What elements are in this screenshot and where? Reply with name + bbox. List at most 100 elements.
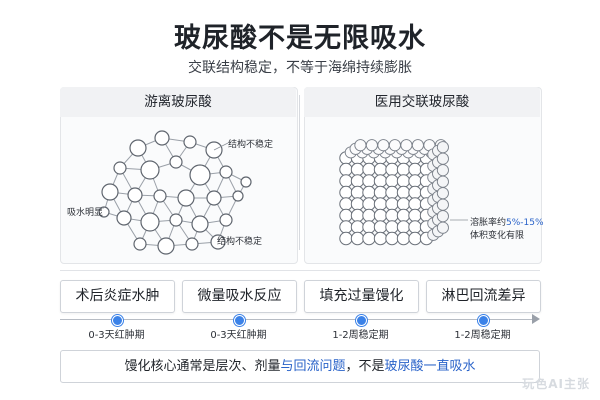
timeline-line — [60, 319, 536, 320]
cube-front-sphere-5-5 — [396, 208, 411, 223]
cube-front-sphere-3-3 — [373, 185, 388, 200]
network-node-6 — [169, 155, 183, 169]
network-node-0 — [129, 139, 147, 157]
cube-front-sphere-4-1 — [350, 197, 365, 211]
network-node-14 — [232, 190, 244, 202]
network-node-17 — [169, 213, 183, 227]
cube-front-sphere-7-2 — [362, 231, 376, 246]
cube-front-sphere-4-3 — [373, 197, 388, 211]
network-node-12 — [177, 189, 195, 207]
cube-front-sphere-2-2 — [362, 174, 376, 188]
stage-box-1: 术后炎症水肿 — [60, 280, 175, 313]
cube-top-sphere-3-0 — [354, 139, 367, 152]
network-node-19 — [219, 213, 233, 227]
network-node-13 — [206, 190, 222, 206]
cube-top-sphere-3-1 — [365, 139, 378, 152]
cube-side-sphere-3-7 — [436, 221, 449, 234]
cube-front-sphere-2-6 — [408, 174, 422, 188]
cube-top-sphere-3-3 — [388, 139, 401, 152]
stage-box-3: 填充过量馒化 — [304, 280, 419, 313]
cube-front-sphere-2-3 — [373, 174, 388, 188]
cube-front-sphere-3-0 — [339, 185, 353, 200]
cube-front-sphere-6-3 — [373, 220, 388, 234]
page-title: 玻尿酸不是无限吸水 — [174, 23, 426, 54]
timeline-dot-4 — [478, 315, 489, 326]
network-node-10 — [127, 187, 143, 203]
page-subtitle: 交联结构稳定，不等于海绵持续膨胀 — [188, 60, 412, 76]
network-node-25 — [240, 176, 252, 188]
cube-front-sphere-2-1 — [350, 174, 365, 188]
free-ha-network-diagram — [96, 130, 252, 255]
cube-front-sphere-1-5 — [396, 162, 411, 177]
cube-side-sphere-3-0 — [436, 141, 449, 154]
conclusion-part-2: 与回流问题 — [280, 359, 346, 374]
cube-front-sphere-4-5 — [396, 197, 411, 211]
left-note-unstable-bottom: 结构不稳定 — [217, 237, 263, 247]
cube-top-sphere-3-2 — [377, 139, 390, 152]
network-node-15 — [116, 210, 132, 226]
cube-top-sphere-3-5 — [411, 139, 424, 152]
cube-front-sphere-7-4 — [385, 231, 399, 246]
timeline-label-1: 0-3天红肿期 — [88, 330, 145, 341]
timeline-arrow-icon — [532, 314, 540, 324]
left-note-unstable-top: 结构不稳定 — [228, 140, 274, 150]
right-note-swelling-rate: 5%-15% — [506, 218, 544, 228]
right-note-swelling: 溶胀率约5%-15% — [470, 215, 544, 228]
cube-front-sphere-3-1 — [350, 185, 365, 200]
cube-front-sphere-6-4 — [385, 220, 399, 234]
cube-front-sphere-1-2 — [362, 162, 376, 177]
cube-front-sphere-6-1 — [350, 220, 365, 234]
cube-front-sphere-7-3 — [373, 231, 388, 246]
network-node-8 — [219, 165, 233, 179]
cube-front-sphere-4-6 — [408, 197, 422, 211]
cube-front-sphere-6-6 — [408, 220, 422, 234]
network-node-21 — [157, 237, 175, 255]
panel-divider — [299, 95, 300, 250]
cube-front-sphere-2-0 — [339, 174, 353, 188]
cube-front-sphere-5-1 — [350, 208, 365, 223]
cube-front-sphere-2-4 — [385, 174, 399, 188]
cube-front-sphere-1-4 — [385, 162, 399, 177]
conclusion-part-3: ，不是 — [345, 359, 385, 374]
network-node-16 — [140, 212, 160, 232]
right-panel-heading: 医用交联玻尿酸 — [304, 87, 540, 117]
cube-side-sphere-3-3 — [436, 175, 449, 188]
cube-top-sphere-3-4 — [400, 139, 413, 152]
network-node-9 — [101, 183, 119, 201]
cube-front-sphere-7-0 — [339, 231, 353, 246]
network-node-20 — [133, 237, 147, 251]
crosslinked-ha-cube-diagram — [339, 139, 468, 246]
right-note-volume: 体积变化有限 — [470, 231, 525, 241]
cube-front-sphere-5-3 — [373, 208, 388, 223]
stage-box-2: 微量吸水反应 — [182, 280, 297, 313]
cube-front-sphere-1-1 — [350, 162, 365, 177]
timeline-dot-1 — [112, 315, 123, 326]
watermark: 玩色AI主张 — [522, 377, 590, 391]
cube-side-sphere-3-6 — [436, 210, 449, 223]
cube-front-sphere-5-4 — [385, 208, 399, 223]
network-node-18 — [191, 215, 209, 233]
cube-front-sphere-6-0 — [339, 220, 353, 234]
cube-front-sphere-6-2 — [362, 220, 376, 234]
cube-side-sphere-3-4 — [436, 187, 449, 200]
right-note-swelling-prefix: 溶胀率约 — [470, 218, 507, 228]
timeline-dot-3 — [356, 315, 367, 326]
network-node-7 — [189, 164, 211, 186]
cube-front-sphere-1-6 — [408, 162, 422, 177]
conclusion-part-4: 玻尿酸一直吸水 — [384, 359, 476, 374]
network-node-22 — [185, 237, 199, 251]
network-node-5 — [140, 160, 160, 180]
cube-front-sphere-1-0 — [339, 162, 353, 177]
cube-side-sphere-3-5 — [436, 198, 449, 211]
left-panel-heading: 游离玻尿酸 — [60, 87, 296, 117]
cube-front-sphere-4-0 — [339, 197, 353, 211]
network-node-2 — [183, 135, 197, 149]
stage-box-4: 淋巴回流差异 — [426, 280, 541, 313]
leader-line-bottom — [217, 235, 223, 243]
cube-front-sphere-7-6 — [408, 231, 422, 246]
cube-front-sphere-4-2 — [362, 197, 376, 211]
network-node-24 — [98, 206, 110, 218]
network-node-11 — [153, 189, 167, 203]
timeline-label-3: 1-2周稳定期 — [332, 330, 389, 341]
cube-side-sphere-3-1 — [436, 152, 449, 165]
